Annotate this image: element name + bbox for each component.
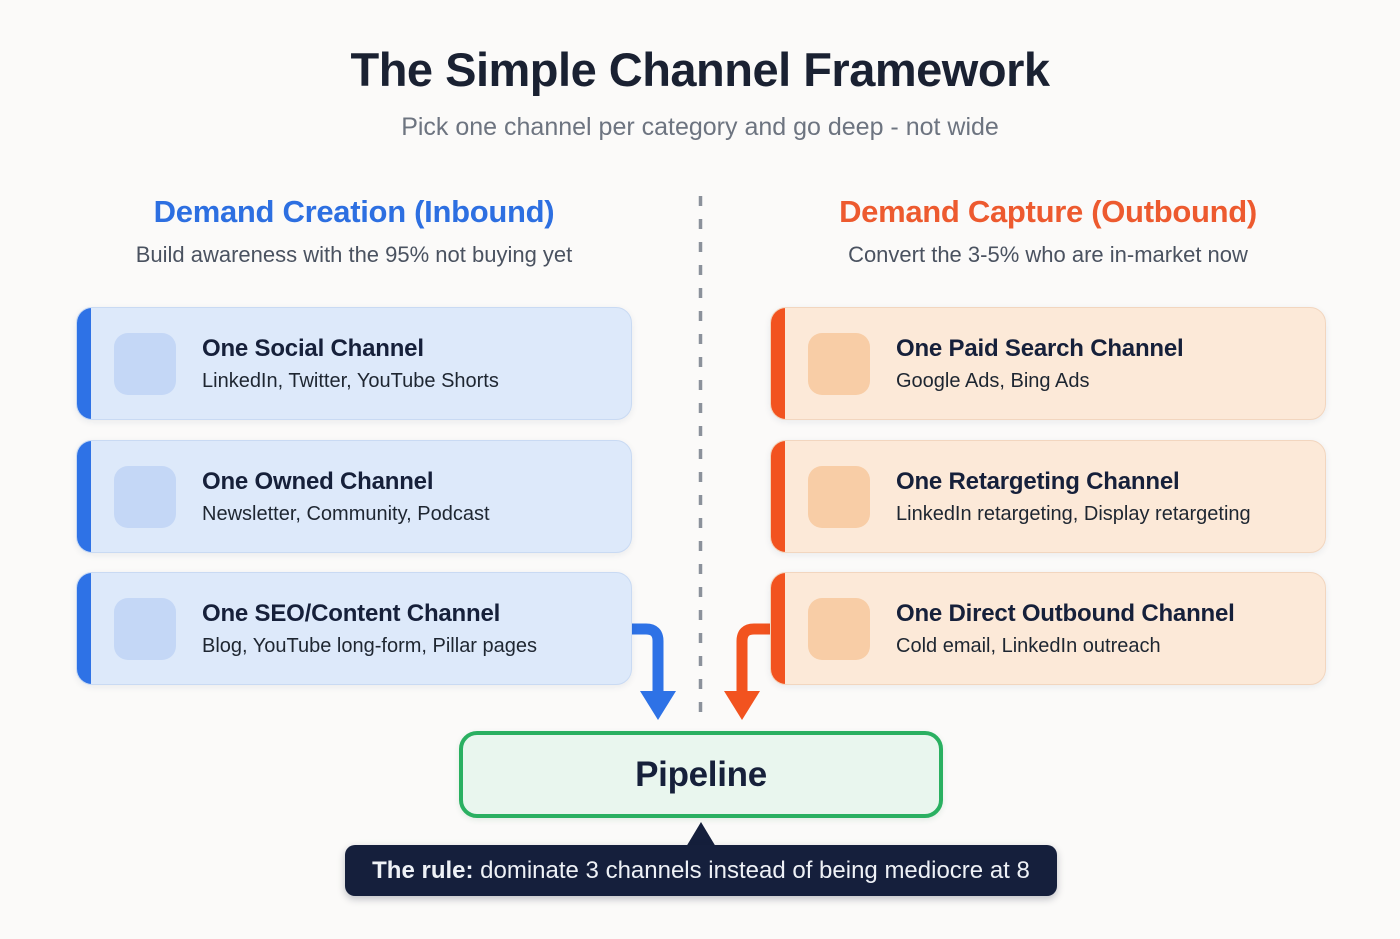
social-channel-icon [114,332,176,395]
owned-channel-icon [114,465,176,528]
pipeline-box: Pipeline [459,731,943,818]
outbound-arrowhead [724,691,760,720]
card-title: One SEO/Content Channel [202,599,501,627]
card-subtitle: LinkedIn retargeting, Display retargetin… [896,502,1251,525]
pipeline-label: Pipeline [635,754,767,794]
outbound-arrow-line [736,623,772,693]
outbound-column-subtitle: Convert the 3-5% who are in-market now [848,242,1248,267]
seo-content-channel-icon [114,597,176,660]
card-accent-bar [771,441,785,552]
inbound-column-subtitle: Build awareness with the 95% not buying … [135,242,573,267]
direct-outbound-channel-icon [808,597,870,660]
rule-callout-notch [686,822,716,847]
card-accent-bar [77,308,91,419]
inbound-column-title: Demand Creation (Inbound) [153,194,555,229]
card-paid-search-channel: One Paid Search Channel Google Ads, Bing… [770,307,1326,420]
card-accent-bar [771,573,785,684]
card-subtitle: Newsletter, Community, Podcast [202,502,490,525]
retargeting-channel-icon [808,465,870,528]
outbound-column-title: Demand Capture (Outbound) [839,194,1257,229]
page-subtitle: Pick one channel per category and go dee… [401,113,999,141]
rule-callout: The rule: dominate 3 channels instead of… [345,845,1057,896]
page-title: The Simple Channel Framework [350,43,1050,96]
card-accent-bar [77,441,91,552]
card-social-channel: One Social Channel LinkedIn, Twitter, Yo… [76,307,632,420]
card-owned-channel: One Owned Channel Newsletter, Community,… [76,440,632,553]
card-subtitle: Blog, YouTube long-form, Pillar pages [202,634,538,657]
rule-label-text: dominate 3 channels instead of being med… [473,856,1030,884]
card-direct-outbound-channel: One Direct Outbound Channel Cold email, … [770,572,1326,685]
card-subtitle: LinkedIn, Twitter, YouTube Shorts [202,369,499,392]
card-seo-content-channel: One SEO/Content Channel Blog, YouTube lo… [76,572,632,685]
rule-label-bold: The rule: [372,856,474,884]
paid-search-channel-icon [808,332,870,395]
inbound-arrow-line [629,623,664,693]
card-title: One Direct Outbound Channel [896,599,1235,627]
card-title: One Paid Search Channel [896,334,1184,362]
inbound-arrowhead [640,691,676,720]
card-subtitle: Google Ads, Bing Ads [896,369,1090,392]
outbound-column-header: Demand Capture (Outbound) Convert the 3-… [768,194,1328,268]
inbound-column-header: Demand Creation (Inbound) Build awarenes… [74,194,634,268]
card-accent-bar [771,308,785,419]
card-title: One Retargeting Channel [896,467,1180,495]
card-accent-bar [77,573,91,684]
card-subtitle: Cold email, LinkedIn outreach [896,634,1161,657]
card-title: One Owned Channel [202,467,434,495]
card-title: One Social Channel [202,334,424,362]
card-retargeting-channel: One Retargeting Channel LinkedIn retarge… [770,440,1326,553]
